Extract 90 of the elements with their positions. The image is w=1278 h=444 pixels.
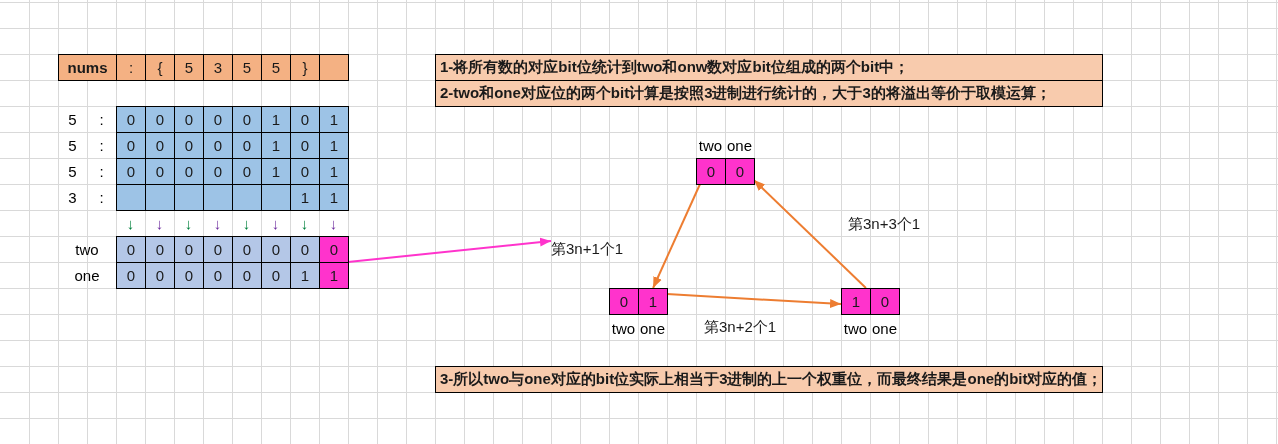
edge-label: 第3n+2个1 <box>704 317 777 337</box>
bit-cell: 1 <box>261 106 291 133</box>
state-cell: 0 <box>696 158 726 185</box>
column-heading: one <box>727 136 752 154</box>
row-label: : <box>99 162 104 180</box>
bit-cell: 0 <box>174 236 204 263</box>
arrow-symbol: ↓ <box>271 214 280 232</box>
bit-cell: 0 <box>145 236 175 263</box>
arrow-symbol: ↓ <box>213 214 222 232</box>
header-cell: { <box>145 54 175 81</box>
arrow-symbol: ↓ <box>126 214 135 232</box>
bit-cell: 0 <box>116 158 146 185</box>
row-label: : <box>99 188 104 206</box>
bit-cell: 0 <box>174 158 204 185</box>
bit-cell: 0 <box>145 158 175 185</box>
row-label: : <box>99 136 104 154</box>
bit-cell: 0 <box>261 262 291 289</box>
row-label: : <box>99 110 104 128</box>
bit-cell: 0 <box>290 132 320 159</box>
row-label: 3 <box>68 188 77 206</box>
bit-cell: 0 <box>145 106 175 133</box>
bit-cell: 0 <box>116 236 146 263</box>
column-heading: two <box>698 136 723 154</box>
state-cell: 1 <box>841 288 871 315</box>
arrow-symbol: ↓ <box>242 214 251 232</box>
header-cell: 3 <box>203 54 233 81</box>
column-heading: two <box>843 319 868 337</box>
bit-cell: 0 <box>232 106 262 133</box>
bit-cell: 0 <box>174 106 204 133</box>
arrow <box>666 293 842 308</box>
row-label: one <box>74 266 100 284</box>
bit-cell: 0 <box>232 236 262 263</box>
row-label: 5 <box>68 110 77 128</box>
arrow-symbol: ↓ <box>329 214 338 232</box>
bit-cell: 0 <box>145 132 175 159</box>
header-cell: 5 <box>232 54 262 81</box>
bit-cell: 0 <box>203 262 233 289</box>
bit-cell: 1 <box>319 184 349 211</box>
bit-cell: 1 <box>261 132 291 159</box>
arrow <box>347 237 552 263</box>
bit-cell: 1 <box>319 106 349 133</box>
step-label: 第3n+1个1 <box>551 239 624 259</box>
highlighted-bit-cell: 0 <box>319 236 349 263</box>
state-cell: 0 <box>870 288 900 315</box>
bit-cell: 1 <box>290 262 320 289</box>
column-heading: one <box>872 319 897 337</box>
state-cell: 1 <box>638 288 668 315</box>
bit-cell: 0 <box>232 262 262 289</box>
arrow <box>753 179 867 289</box>
bit-cell: 0 <box>232 158 262 185</box>
state-cell: 0 <box>725 158 755 185</box>
row-label: two <box>75 240 99 258</box>
note-band: 1-将所有数的对应bit位统计到two和onw数对应bit位组成的两个bit中； <box>435 54 1103 81</box>
header-cell: } <box>290 54 320 81</box>
arrow <box>652 183 702 289</box>
note-band: 2-two和one对应位的两个bit计算是按照3进制进行统计的，大于3的将溢出等价于取模运算； <box>435 80 1103 107</box>
arrow-symbol: ↓ <box>155 214 164 232</box>
bit-cell: 1 <box>319 158 349 185</box>
header-cell: 5 <box>174 54 204 81</box>
bit-cell: 1 <box>290 184 320 211</box>
arrow-symbol: ↓ <box>300 214 309 232</box>
bit-cell: 0 <box>174 262 204 289</box>
bit-cell: 0 <box>145 262 175 289</box>
column-heading: two <box>611 319 636 337</box>
arrow-symbol: ↓ <box>184 214 193 232</box>
header-cell: nums <box>58 54 117 81</box>
highlighted-bit-cell: 1 <box>319 262 349 289</box>
bit-cell: 0 <box>290 106 320 133</box>
bit-cell: 0 <box>174 132 204 159</box>
bit-cell: 1 <box>319 132 349 159</box>
header-cell: : <box>116 54 146 81</box>
bit-cell: 0 <box>232 132 262 159</box>
bit-cell: 0 <box>116 106 146 133</box>
header-cell: 5 <box>261 54 291 81</box>
bit-cell: 0 <box>203 158 233 185</box>
state-cell: 0 <box>609 288 639 315</box>
row-label: 5 <box>68 162 77 180</box>
bit-cell: 0 <box>290 158 320 185</box>
bit-cell: 1 <box>261 158 291 185</box>
row-label: 5 <box>68 136 77 154</box>
bit-cell: 0 <box>203 106 233 133</box>
bit-cell: 0 <box>116 132 146 159</box>
bit-cell: 0 <box>290 236 320 263</box>
bit-cell: 0 <box>203 236 233 263</box>
bit-cell: 0 <box>203 132 233 159</box>
edge-label: 第3n+3个1 <box>848 214 921 234</box>
note-band: 3-所以two与one对应的bit位实际上相当于3进制的上一个权重位，而最终结果是one的bit对应的值； <box>435 366 1103 393</box>
bit-cell: 0 <box>261 236 291 263</box>
bit-cell: 0 <box>116 262 146 289</box>
column-heading: one <box>640 319 665 337</box>
